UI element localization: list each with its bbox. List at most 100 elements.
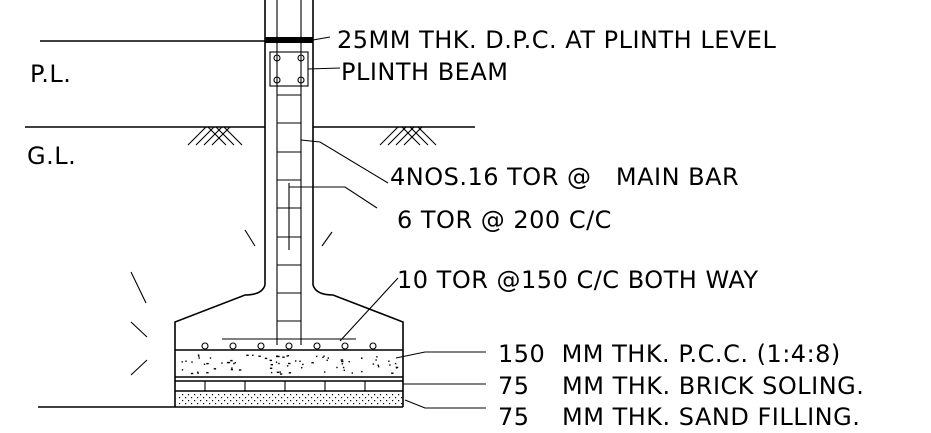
sand-filling-label: 75 MM THK. SAND FILLING.	[498, 403, 860, 431]
sand-dot	[233, 397, 235, 399]
sand-dot	[305, 397, 307, 399]
aggregate-dot	[278, 362, 280, 365]
sand-dot	[323, 397, 325, 399]
sand-dot	[182, 394, 184, 396]
sand-dot	[239, 403, 241, 405]
sand-dot	[311, 397, 313, 399]
sand-dot	[365, 403, 367, 405]
sand-dot	[245, 397, 247, 399]
sand-dot	[368, 394, 370, 396]
sand-dot	[245, 403, 247, 405]
aggregate-dot	[287, 355, 290, 357]
sand-dot	[341, 397, 343, 399]
ground-hatch-right	[379, 126, 437, 146]
sand-dot	[272, 400, 274, 402]
sand-dot	[269, 397, 271, 399]
aggregate-dot	[181, 369, 184, 371]
sand-dot	[194, 394, 196, 396]
sand-dot	[242, 400, 244, 402]
sand-dot	[212, 400, 214, 402]
sand-dot	[371, 403, 373, 405]
sand-dot	[293, 403, 295, 405]
sand-dot	[302, 400, 304, 402]
aggregate-dot	[213, 368, 217, 370]
sand-dot	[392, 400, 394, 402]
sand-dot	[344, 394, 346, 396]
sand-dot	[398, 394, 400, 396]
sand-dot	[251, 403, 253, 405]
aggregate-dot	[348, 361, 350, 363]
sand-dot	[362, 394, 364, 396]
sand-dot	[272, 394, 274, 396]
aggregate-dot	[181, 361, 183, 363]
sand-dot	[353, 397, 355, 399]
aggregate-dot	[191, 361, 193, 363]
aggregate-dot	[279, 371, 281, 373]
aggregate-dot	[264, 357, 268, 360]
sand-dot	[320, 394, 322, 396]
main-bar-label: 4NOS.16 TOR @ MAIN BAR	[390, 163, 739, 191]
sand-dot	[374, 394, 376, 396]
sand-dot	[212, 394, 214, 396]
aggregate-dot	[197, 354, 200, 356]
aggregate-dot	[361, 357, 363, 359]
aggregate-dot	[206, 362, 209, 365]
aggregate-dot	[185, 360, 187, 362]
sand-dot	[278, 394, 280, 396]
sand-dot	[287, 397, 289, 399]
aggregate-dot	[326, 359, 328, 361]
sand-dot	[314, 394, 316, 396]
sand-dot	[266, 400, 268, 402]
sand-dot	[311, 403, 313, 405]
rebar-section	[369, 342, 377, 350]
aggregate-dot	[233, 362, 235, 365]
aggregate-dot	[388, 360, 390, 362]
aggregate-dot	[230, 368, 233, 371]
sand-dot	[179, 397, 181, 399]
sand-dot	[275, 403, 277, 405]
aggregate-dot	[327, 357, 329, 359]
sand-dot	[356, 400, 358, 402]
sand-dot	[278, 400, 280, 402]
rebar-section	[257, 342, 265, 350]
sand-dot	[383, 397, 385, 399]
sand-dot	[296, 400, 298, 402]
sand-dot	[317, 403, 319, 405]
sand-dot	[332, 400, 334, 402]
aggregate-dot	[198, 357, 200, 359]
sand-dot	[215, 397, 217, 399]
aggregate-dot	[276, 371, 280, 373]
aggregate-dot	[341, 363, 344, 365]
sand-dot	[194, 400, 196, 402]
aggregate-dot	[295, 360, 297, 362]
aggregate-dot	[275, 361, 278, 363]
sand-dot	[386, 394, 388, 396]
aggregate-dot	[231, 368, 233, 371]
rebar-section	[313, 342, 321, 350]
pcc-aggregate	[181, 354, 399, 375]
aggregate-dot	[288, 362, 291, 365]
plinth-beam-label: PLINTH BEAM	[341, 58, 508, 86]
aggregate-dot	[226, 361, 230, 364]
pcc-label: 150 MM THK. P.C.C. (1:4:8)	[498, 340, 841, 368]
aggregate-dot	[340, 359, 344, 361]
sand-dot	[356, 394, 358, 396]
aggregate-dot	[299, 360, 301, 362]
plinth-beam	[269, 51, 309, 87]
sand-dot	[203, 397, 205, 399]
aggregate-dot	[286, 365, 289, 367]
sand-dot	[200, 394, 202, 396]
sand-dot	[290, 394, 292, 396]
sand-dot	[203, 403, 205, 405]
sand-dot	[263, 403, 265, 405]
sand-dot	[353, 403, 355, 405]
footing	[174, 284, 404, 408]
sand-dot	[314, 400, 316, 402]
sand-dot	[398, 400, 400, 402]
sand-dot	[254, 400, 256, 402]
aggregate-dot	[278, 355, 280, 358]
aggregate-dot	[286, 355, 288, 357]
aggregate-dot	[343, 369, 345, 371]
sand-dot	[281, 397, 283, 399]
aggregate-dot	[351, 372, 353, 374]
